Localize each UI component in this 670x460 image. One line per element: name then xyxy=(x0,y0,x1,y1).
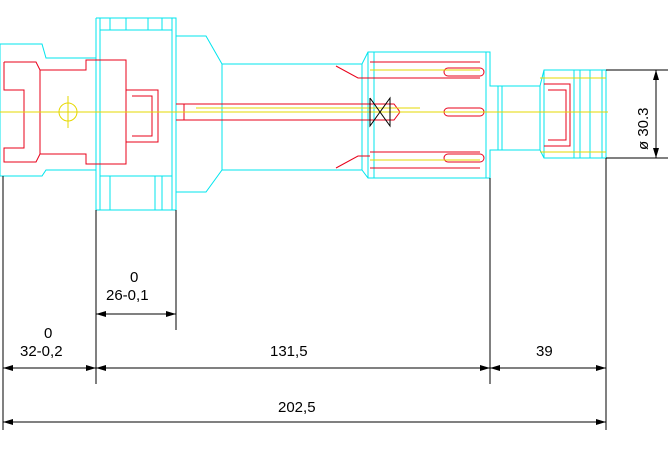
tolerance-26-value: 26-0,1 xyxy=(106,287,149,304)
left-shank-outline-bottom xyxy=(0,169,96,177)
pull-stud xyxy=(126,89,159,143)
diameter-label: ø 30.3 xyxy=(635,107,652,150)
holder-body xyxy=(0,17,607,211)
overall-length-label: 202,5 xyxy=(278,399,316,416)
neck-outline xyxy=(176,35,498,87)
neck-outline-bottom xyxy=(176,149,498,193)
dimension-lines xyxy=(2,69,668,430)
tolerance-26-upper: 0 xyxy=(130,269,138,286)
tolerance-32-upper: 0 xyxy=(44,325,52,342)
flange-outline xyxy=(95,17,177,211)
valve-symbol xyxy=(369,96,391,128)
nut-inner xyxy=(544,83,571,147)
length-39-label: 39 xyxy=(536,343,553,360)
inner-detail xyxy=(3,59,571,169)
length-131-label: 131,5 xyxy=(270,343,308,360)
arrowheads xyxy=(3,70,659,425)
drive-slot xyxy=(3,59,127,165)
left-shank-outline xyxy=(0,43,96,59)
tolerance-32-value: 32-0,2 xyxy=(20,343,63,360)
center-lines xyxy=(0,69,608,161)
